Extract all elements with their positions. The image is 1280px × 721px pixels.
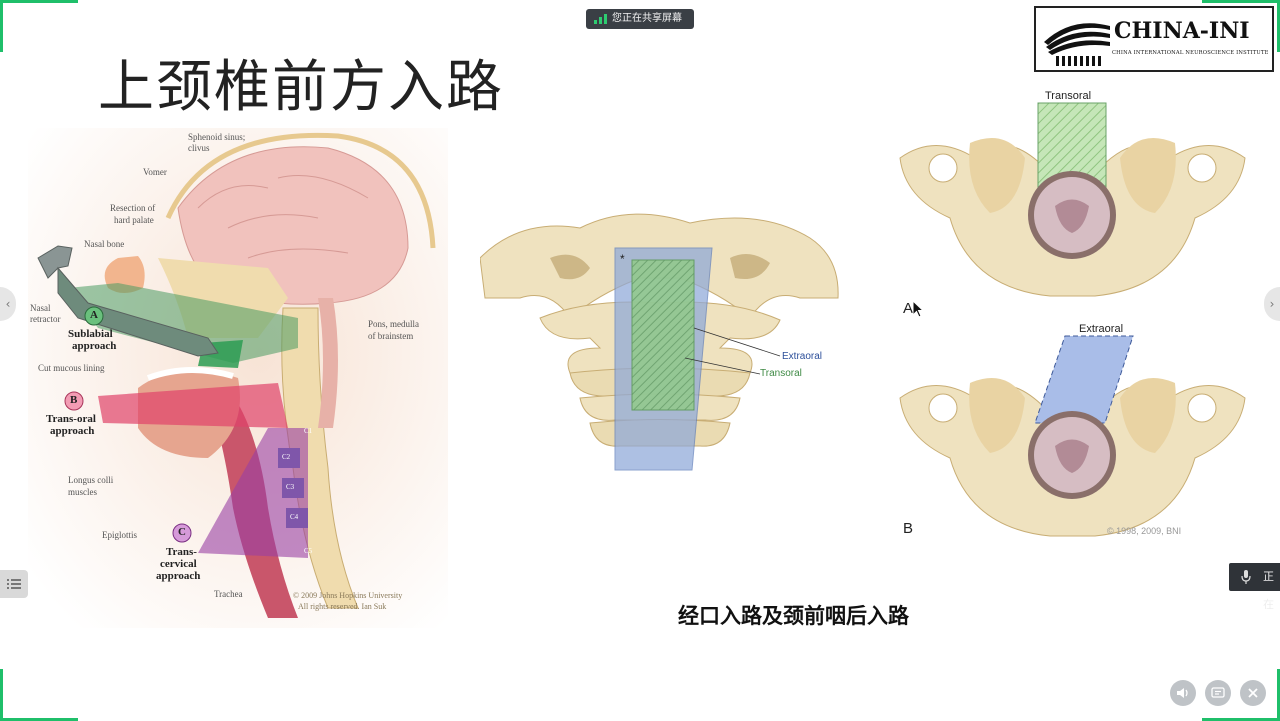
panel-a-label: A — [903, 300, 914, 317]
frame-corner-tr-h — [1202, 0, 1280, 3]
approach-a-name-2: approach — [72, 340, 117, 352]
approach-b-letter: B — [70, 394, 78, 406]
chevron-right-icon: › — [1269, 297, 1275, 311]
mic-status-text: 正在 — [1263, 570, 1274, 611]
left-figure-copyright-2: All rights reserved. Ian Suk — [298, 602, 387, 611]
speaker-icon — [1177, 688, 1188, 698]
mic-status-panel[interactable]: 正在 — [1229, 563, 1280, 611]
label-nasal-retractor-2: retractor — [30, 314, 61, 324]
mouse-cursor-icon — [912, 300, 925, 318]
frame-corner-tr-v — [1277, 0, 1280, 52]
vertebra-label-c5: C5 — [304, 547, 313, 555]
frame-corner-tl-v — [0, 0, 3, 52]
left-page-arrow[interactable]: ‹ — [0, 287, 16, 321]
signal-icon — [594, 14, 607, 24]
logo-name: CHINA-INI — [1114, 18, 1250, 44]
approach-b-name-2: approach — [50, 425, 95, 437]
label-vomer: Vomer — [143, 167, 167, 177]
vertebra-label-c2: C2 — [282, 453, 291, 461]
frame-corner-tl-h — [0, 0, 78, 3]
frame-corner-bl-v — [0, 669, 3, 721]
close-button[interactable] — [1240, 680, 1266, 706]
label-longus-1: Longus colli — [68, 475, 114, 485]
anterior-view-drawing — [480, 213, 839, 471]
middle-extraoral-label: Extraoral — [782, 351, 823, 362]
vertebra-label-c3: C3 — [286, 483, 295, 491]
right-figure-copyright: © 1998, 2009, BNI — [1107, 526, 1182, 536]
right-extraoral-label: Extraoral — [1079, 323, 1124, 335]
vertebra-label-c1: C1 — [304, 427, 313, 435]
approach-c-name-1: Trans- — [166, 546, 197, 558]
vertebra-label-c4: C4 — [290, 513, 299, 521]
approach-a-badge — [84, 306, 104, 326]
sagittal-anatomy-figure: Sphenoid sinus; clivus Vomer Resection o… — [28, 128, 448, 628]
right-transoral-label: Transoral — [1045, 90, 1092, 102]
approach-c-name-2: cervical — [160, 558, 197, 570]
axial-view-drawing — [899, 102, 1246, 537]
left-figure-copyright-1: © 2009 Johns Hopkins University — [293, 591, 403, 600]
label-epiglottis: Epiglottis — [102, 530, 138, 540]
panel-b-label: B — [903, 520, 914, 537]
label-mucous-lining: Cut mucous lining — [38, 363, 105, 373]
label-clivus: clivus — [188, 143, 210, 153]
close-icon — [1248, 688, 1258, 698]
left-panel-toggle[interactable] — [0, 570, 28, 598]
screen-share-status[interactable]: 您正在共享屏幕 — [586, 9, 694, 29]
frame-corner-bl-h — [0, 718, 78, 721]
approach-a-letter: A — [90, 309, 98, 321]
logo-emblem-icon — [1044, 23, 1110, 66]
list-icon — [7, 579, 21, 589]
label-resection-2: hard palate — [114, 215, 154, 225]
axial-view-figure: Transoral Extraoral A B © 1998, 2009, BN… — [895, 88, 1250, 543]
approach-c-name-3: approach — [156, 570, 201, 582]
china-ini-logo: CHINA-INI CHINA INTERNATIONAL NEUROSCIEN… — [1034, 6, 1274, 72]
approach-b-name-1: Trans-oral — [46, 413, 96, 425]
label-resection-1: Resection of — [110, 203, 156, 213]
frame-corner-br-h — [1202, 718, 1280, 721]
sound-button[interactable] — [1170, 680, 1196, 706]
label-nasal-bone: Nasal bone — [84, 239, 125, 249]
screen-share-text: 您正在共享屏幕 — [612, 13, 682, 24]
chat-icon — [1211, 687, 1225, 698]
label-pons-1: Pons, medulla — [368, 319, 419, 329]
slide-title: 上颈椎前方入路 — [98, 55, 504, 120]
approach-a-name-1: Sublabial — [68, 328, 113, 340]
label-longus-2: muscles — [68, 487, 97, 497]
label-nasal-retractor-1: Nasal — [30, 303, 51, 313]
middle-transoral-label: Transoral — [760, 368, 802, 379]
microphone-icon — [1241, 570, 1251, 584]
nasal-retractor-icon — [37, 245, 219, 357]
middle-star-marker: * — [620, 252, 625, 266]
label-pons-2: of brainstem — [368, 331, 414, 341]
chevron-left-icon: ‹ — [5, 297, 11, 311]
approach-c-letter: C — [178, 526, 186, 538]
slide-caption: 经口入路及颈前咽后入路 — [678, 604, 909, 628]
approach-b-badge — [64, 391, 84, 411]
label-sphenoid: Sphenoid sinus; — [188, 132, 246, 142]
approach-c-badge — [172, 523, 192, 543]
logo-subtitle: CHINA INTERNATIONAL NEUROSCIENCE INSTITU… — [1112, 50, 1269, 56]
right-page-arrow[interactable]: › — [1264, 287, 1280, 321]
label-trachea: Trachea — [214, 589, 243, 599]
sagittal-anatomy-drawing — [28, 128, 448, 628]
chat-button[interactable] — [1205, 680, 1231, 706]
anterior-view-figure: * Extraoral Transoral — [480, 198, 845, 478]
frame-corner-br-v — [1277, 669, 1280, 721]
